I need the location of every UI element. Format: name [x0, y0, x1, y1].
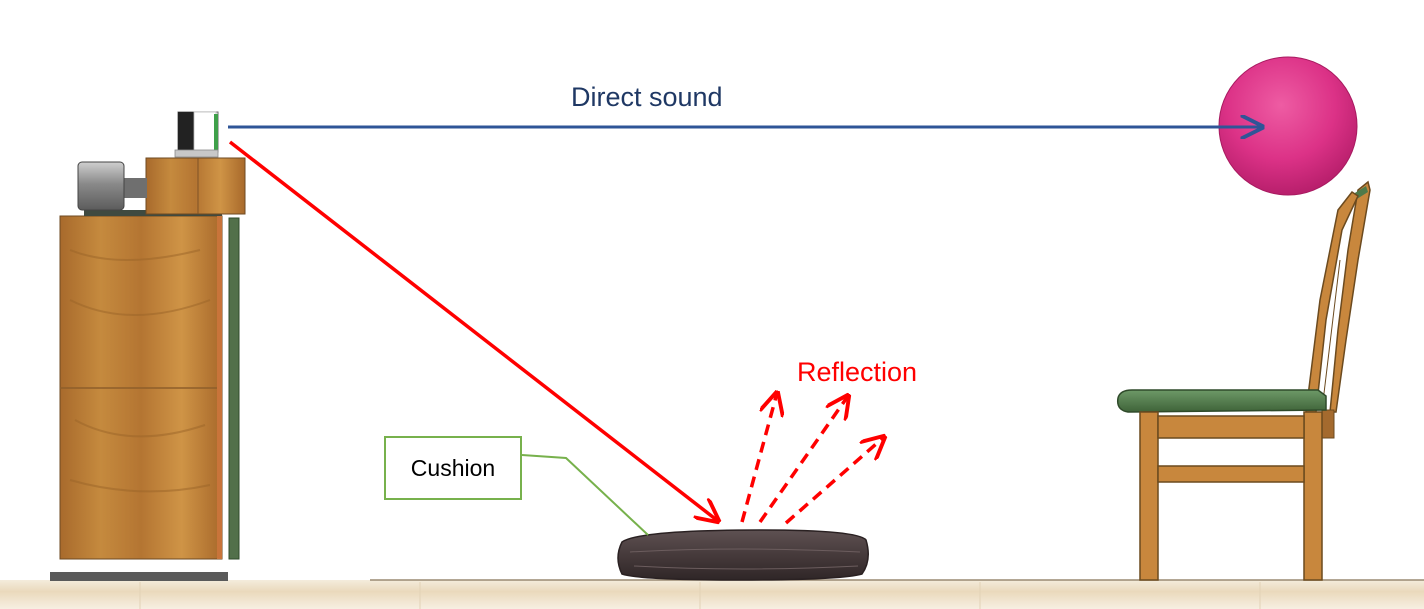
horn-driver: [77, 157, 246, 215]
speaker-cabinet: [50, 210, 240, 581]
cushion-callout: Cushion: [384, 436, 522, 500]
reflection-arrow-3: [784, 437, 884, 525]
cushion: [617, 529, 869, 581]
cushion-label: Cushion: [410, 454, 496, 481]
reflection-arrow-1: [740, 393, 777, 523]
incident-sound-arrow: [228, 140, 718, 521]
chair: [1116, 180, 1371, 581]
reflection-arrow-2: [758, 396, 848, 524]
reflection-label: Reflection: [797, 357, 918, 387]
cushion-leader-line: [521, 454, 649, 536]
floor: [0, 579, 1424, 609]
tweeter: [174, 111, 219, 158]
direct-sound-label: Direct sound: [571, 82, 723, 112]
